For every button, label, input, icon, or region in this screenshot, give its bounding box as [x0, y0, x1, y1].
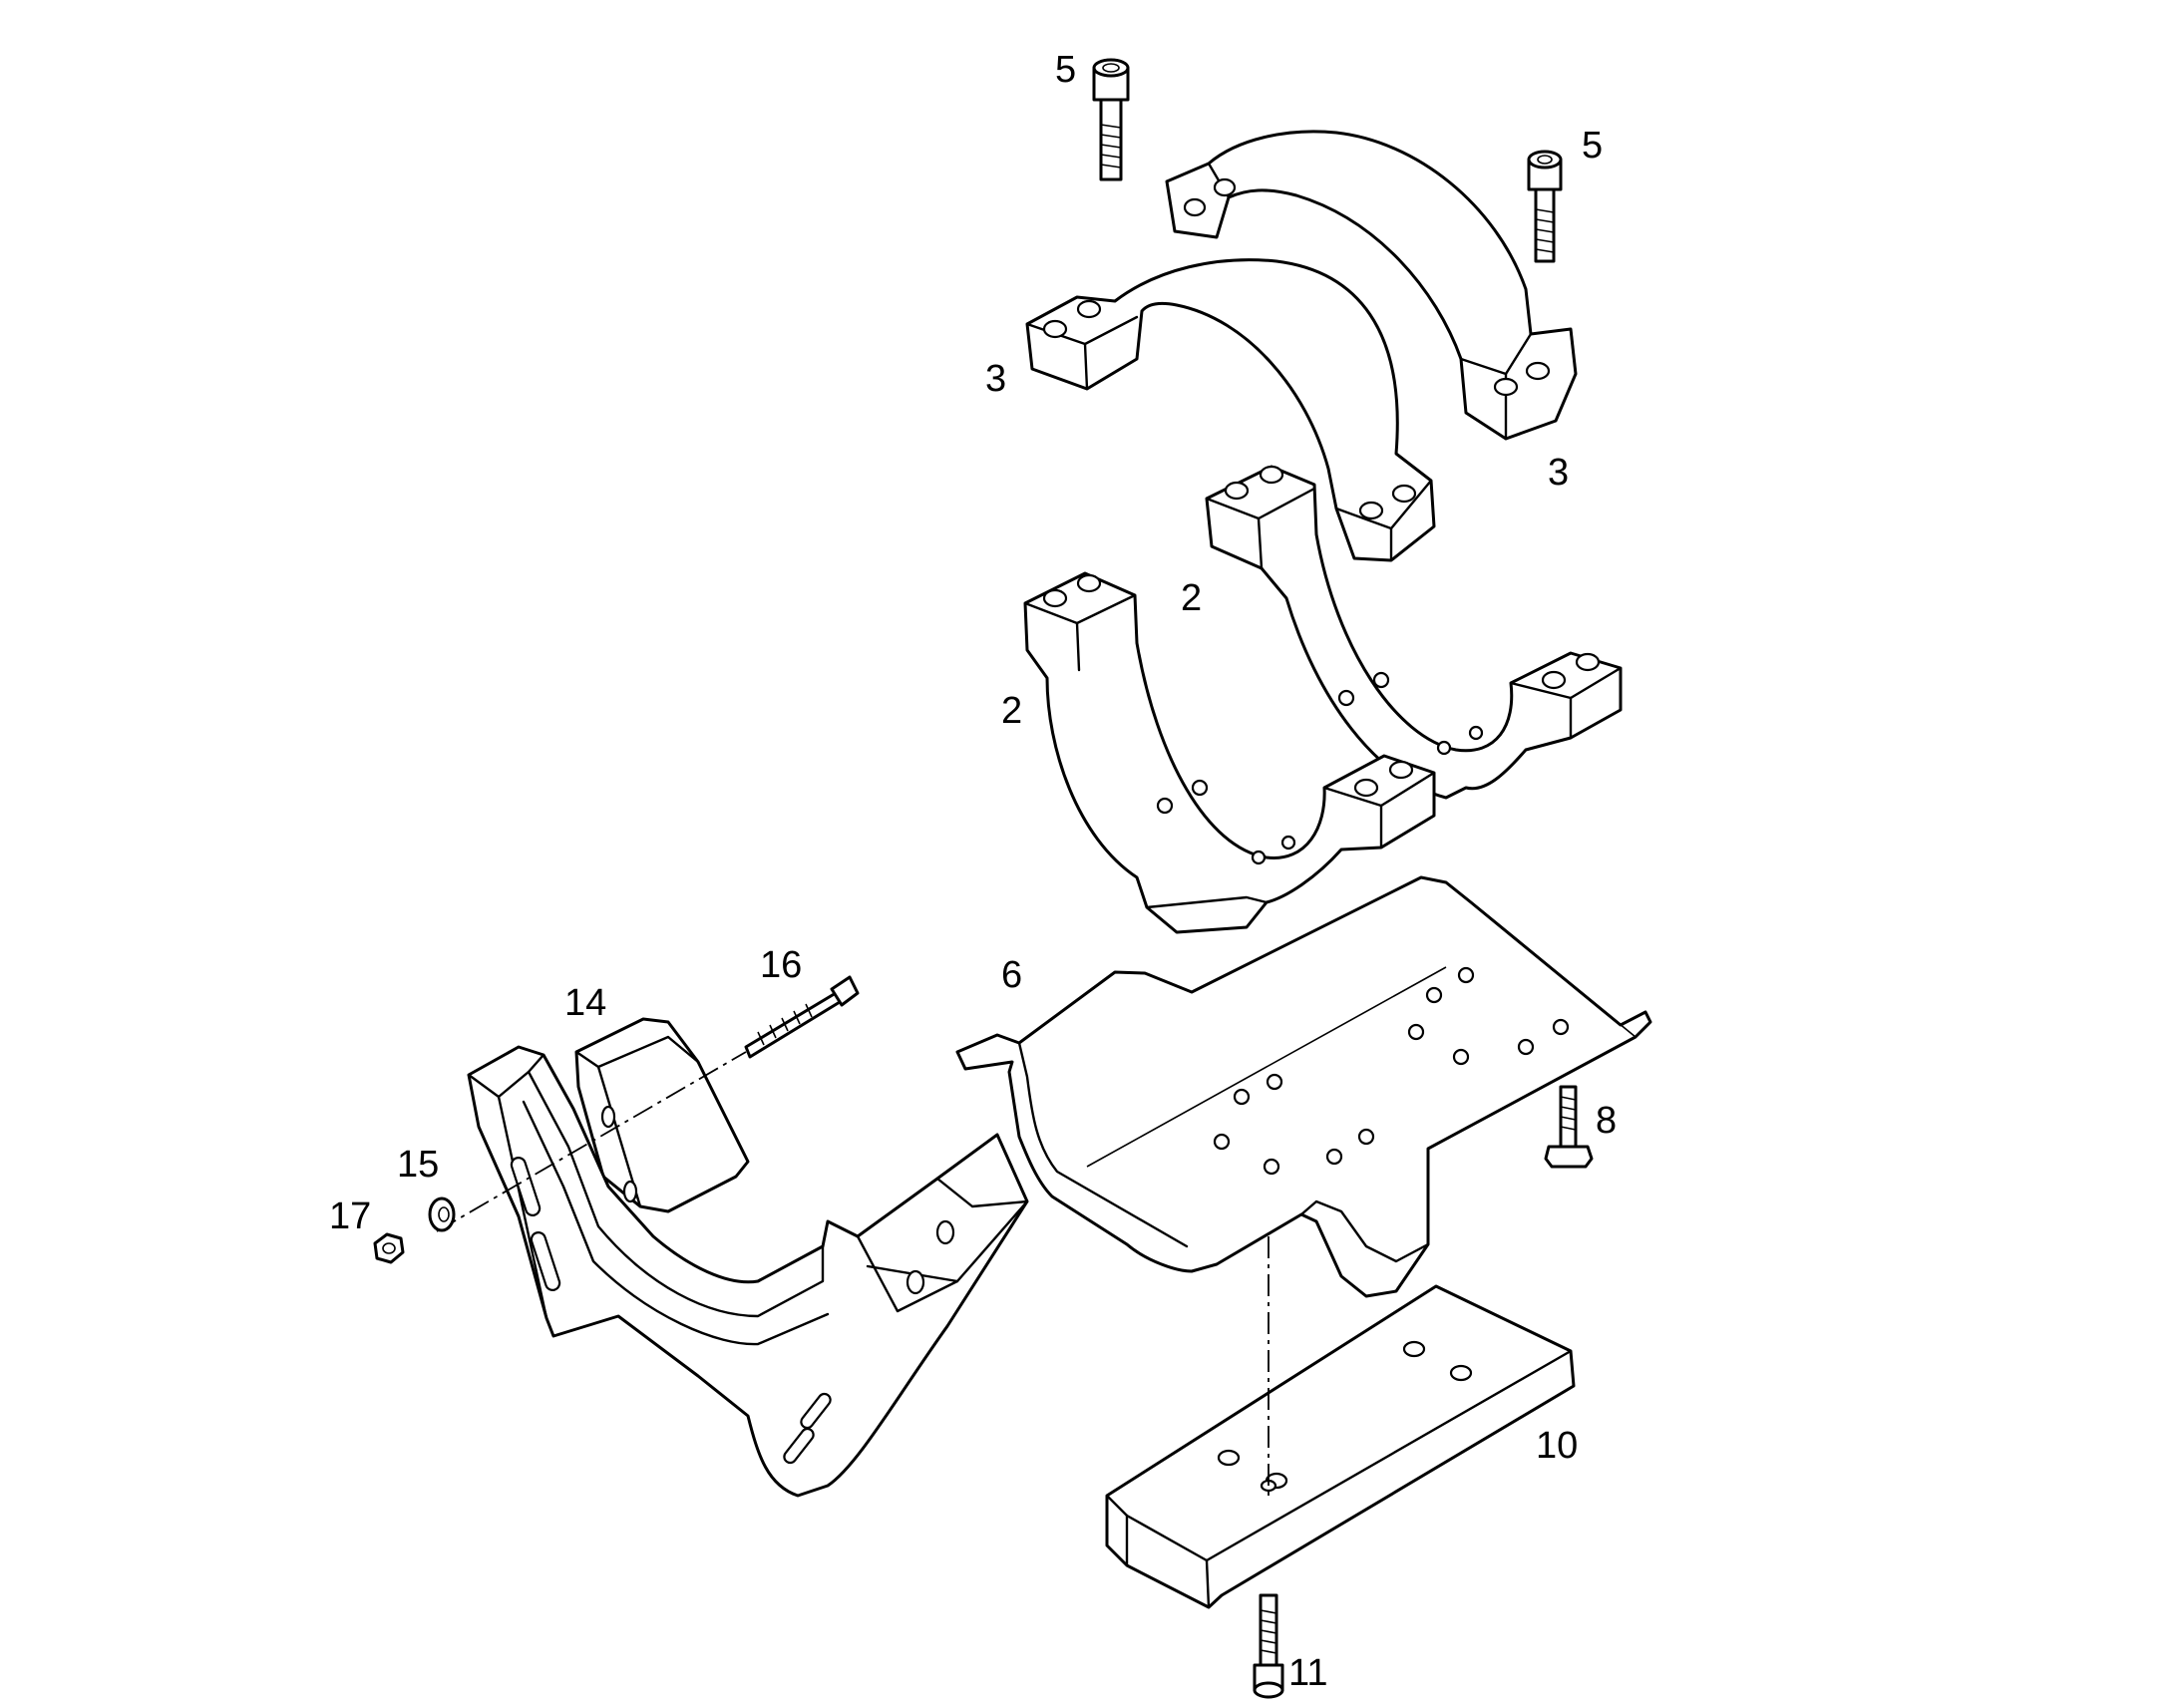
assembly-axis-left [436, 1051, 747, 1232]
hex-nut-17 [373, 1232, 405, 1264]
callout-5-left: 5 [1055, 49, 1076, 91]
callout-3-right: 3 [1548, 452, 1569, 494]
socket-head-bolt-5-left [1092, 58, 1130, 181]
callout-16: 16 [760, 944, 802, 986]
washer-15 [428, 1196, 456, 1232]
callout-14: 14 [564, 982, 606, 1024]
hex-bolt-8 [1544, 1085, 1594, 1169]
callout-11: 11 [1288, 1652, 1327, 1694]
lower-block [1105, 1284, 1576, 1609]
callout-2-upper: 2 [1181, 577, 1202, 619]
callout-2-lower: 2 [1001, 690, 1022, 732]
socket-head-bolt-11 [1253, 1593, 1284, 1699]
spacer-block [574, 1017, 750, 1213]
upper-clamp-front [1025, 258, 1436, 562]
hex-bolt-16 [744, 975, 860, 1059]
callout-10: 10 [1536, 1425, 1578, 1467]
callout-17: 17 [329, 1196, 371, 1237]
base-plate [955, 875, 1652, 1298]
lower-clamp-rear [1205, 465, 1623, 800]
callout-15: 15 [397, 1144, 439, 1186]
callout-8: 8 [1596, 1100, 1617, 1142]
callout-6: 6 [1001, 954, 1022, 996]
mounting-bracket [467, 1045, 1029, 1498]
upper-clamp-rear [1165, 130, 1578, 441]
socket-head-bolt-5-right [1527, 150, 1563, 263]
lower-clamp-front [1023, 571, 1436, 934]
callout-3-left: 3 [985, 358, 1006, 400]
callout-5-right: 5 [1582, 125, 1603, 167]
